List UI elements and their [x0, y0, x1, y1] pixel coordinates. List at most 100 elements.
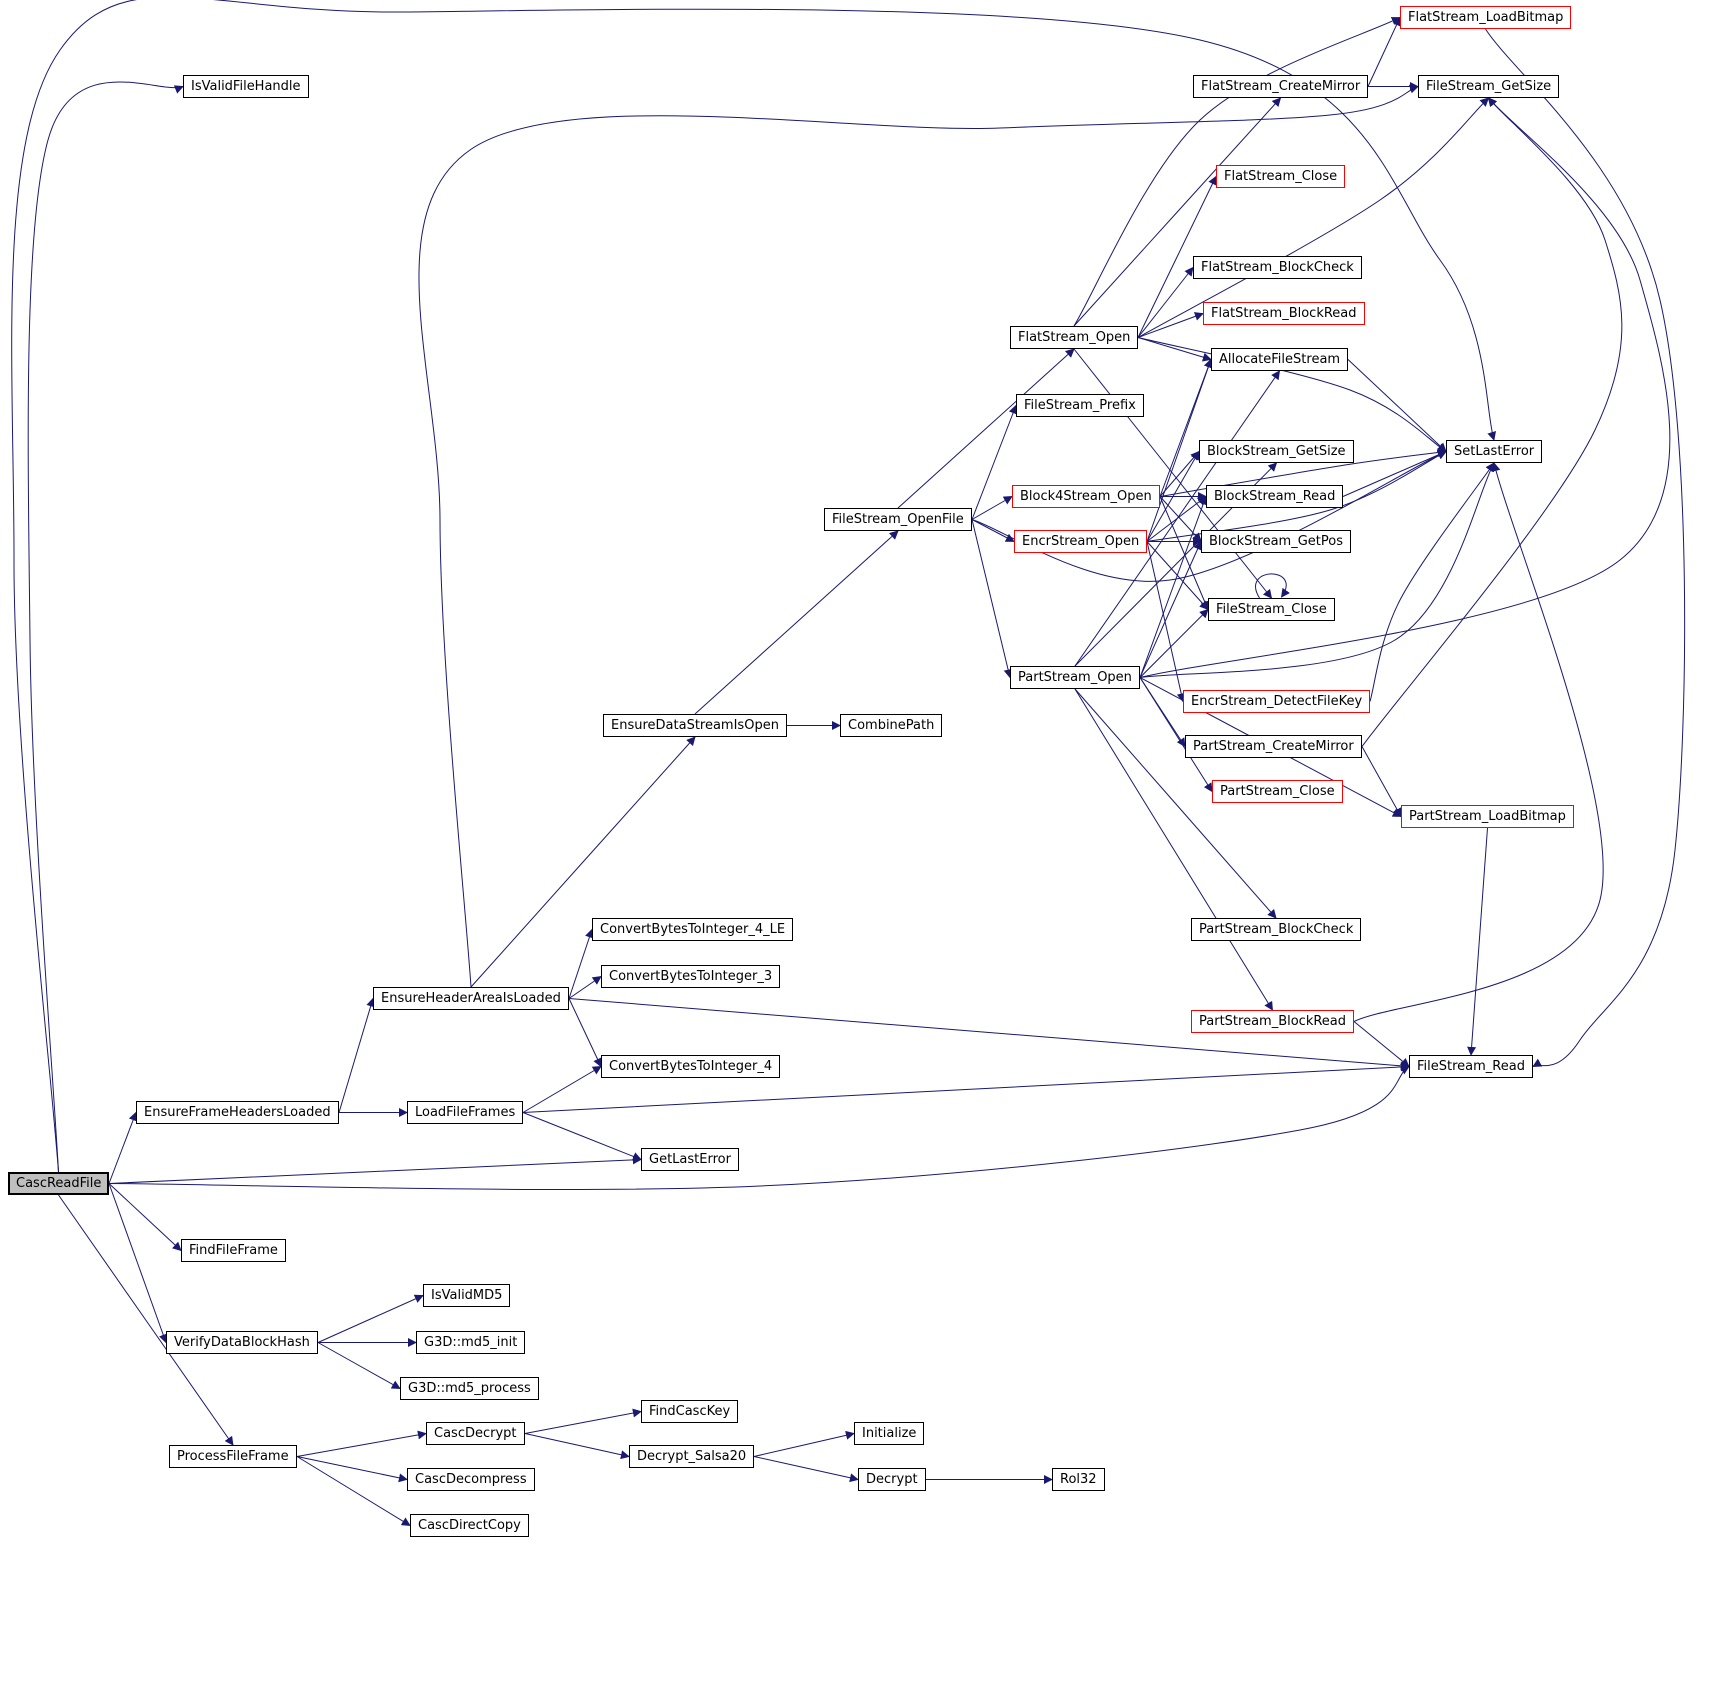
call-edge-CascDecrypt-to-FindCascKey	[524, 1408, 642, 1434]
graph-node-flatstream-open[interactable]: FlatStream_Open	[1010, 326, 1139, 349]
graph-node-isvalidmd5[interactable]: IsValidMD5	[423, 1284, 511, 1307]
call-edge-VerifyDataBlockHash-to-IsValidMD5	[317, 1294, 424, 1343]
graph-node-processfileframe[interactable]: ProcessFileFrame	[169, 1445, 297, 1468]
graph-node-ensureframeheadersloaded[interactable]: EnsureFrameHeadersLoaded	[136, 1101, 339, 1124]
call-edge-PartStream-LoadBitmap-to-FileStream-Read	[1467, 827, 1488, 1056]
graph-node-partstream-loadbitmap[interactable]: PartStream_LoadBitmap	[1401, 805, 1574, 828]
call-edge-Block4Stream-Open-to-BlockStream-GetSize	[1159, 450, 1200, 497]
graph-node-filestream-getsize[interactable]: FileStream_GetSize	[1418, 75, 1560, 98]
call-edge-LoadFileFrames-to-FileStream-Read	[522, 1062, 1410, 1113]
call-edge-EncrStream-Open-to-AllocateFileStream	[1146, 358, 1213, 542]
call-edge-CascReadFile-to-EnsureFrameHeadersLoaded	[108, 1111, 138, 1184]
call-edge-ProcessFileFrame-to-CascDirectCopy	[296, 1456, 411, 1526]
graph-node-encrstream-open[interactable]: EncrStream_Open	[1014, 530, 1148, 553]
graph-node-isvalidfilehandle[interactable]: IsValidFileHandle	[183, 75, 309, 98]
graph-node-flatstream-loadbitmap[interactable]: FlatStream_LoadBitmap	[1400, 6, 1572, 29]
graph-node-convertbytestointeger-4[interactable]: ConvertBytesToInteger_4	[601, 1055, 781, 1078]
call-edge-FileStream-OpenFile-to-PartStream-Open	[971, 519, 1013, 679]
call-edge-CascReadFile-to-ProcessFileFrame	[58, 1194, 234, 1446]
graph-node-blockstream-getsize[interactable]: BlockStream_GetSize	[1199, 440, 1354, 463]
graph-node-filestream-read[interactable]: FileStream_Read	[1409, 1055, 1533, 1078]
call-edge-EnsureHeaderAreaIsLoaded-to-FileStream-Read	[568, 998, 1410, 1071]
call-edge-PartStream-Open-to-BlockStream-GetPos	[1139, 540, 1202, 678]
call-edge-FlatStream-CreateMirror-to-FlatStream-LoadBitmap	[1367, 16, 1401, 87]
call-edge-Decrypt-Salsa20-to-Initialize	[753, 1430, 855, 1457]
graph-node-decrypt[interactable]: Decrypt	[858, 1468, 926, 1491]
graph-node-cascdirectcopy[interactable]: CascDirectCopy	[410, 1514, 529, 1537]
call-edge-EnsureHeaderAreaIsLoaded-to-ConvertBytesToInteger-4	[568, 998, 602, 1068]
graph-node-findcasckey[interactable]: FindCascKey	[641, 1400, 739, 1423]
graph-node-blockstream-getpos[interactable]: BlockStream_GetPos	[1201, 530, 1351, 553]
call-edge-EnsureFrameHeadersLoaded-to-EnsureHeaderAreaIsLoaded	[338, 997, 375, 1113]
graph-node-verifydatablockhash[interactable]: VerifyDataBlockHash	[166, 1331, 318, 1354]
graph-node-partstream-close[interactable]: PartStream_Close	[1212, 780, 1343, 803]
graph-node-g3d-md5-init[interactable]: G3D::md5_init	[416, 1331, 526, 1354]
graph-node-cascdecompress[interactable]: CascDecompress	[407, 1468, 535, 1491]
graph-node-initialize[interactable]: Initialize	[854, 1422, 925, 1445]
graph-node-ensuredatastreamisopen[interactable]: EnsureDataStreamIsOpen	[603, 714, 787, 737]
graph-node-rol32[interactable]: Rol32	[1052, 1468, 1105, 1491]
graph-node-partstream-createmirror[interactable]: PartStream_CreateMirror	[1185, 735, 1362, 758]
call-edge-PartStream-Open-to-SetLastError	[1139, 462, 1495, 678]
call-edge-PartStream-Open-to-FileStream-Close	[1139, 608, 1209, 678]
graph-node-filestream-prefix[interactable]: FileStream_Prefix	[1016, 394, 1144, 417]
graph-node-allocatefilestream[interactable]: AllocateFileStream	[1211, 348, 1349, 371]
graph-node-loadfileframes[interactable]: LoadFileFrames	[407, 1101, 524, 1124]
graph-node-encrstream-detectfilekey[interactable]: EncrStream_DetectFileKey	[1183, 690, 1371, 713]
call-edge-BlockStream-Read-to-SetLastError	[1342, 450, 1447, 497]
call-edge-FileStream-OpenFile-to-FileStream-Prefix	[971, 404, 1018, 520]
call-edge-PartStream-BlockRead-to-FileStream-Read	[1353, 1021, 1410, 1068]
call-edge-PartStream-Open-to-PartStream-Close	[1139, 677, 1213, 793]
call-edge-FileStream-Close-to-FileStream-Close	[1255, 573, 1290, 599]
graph-node-combinepath[interactable]: CombinePath	[840, 714, 943, 737]
graph-node-ensureheaderareaisloaded[interactable]: EnsureHeaderAreaIsLoaded	[373, 987, 569, 1010]
call-edge-VerifyDataBlockHash-to-G3D-md5-process	[317, 1342, 401, 1389]
call-edge-PartStream-Open-to-BlockStream-Read	[1139, 495, 1208, 678]
graph-node-blockstream-read[interactable]: BlockStream_Read	[1206, 485, 1344, 508]
call-edge-ProcessFileFrame-to-CascDecompress	[296, 1456, 408, 1483]
call-edge-FlatStream-Open-to-FlatStream-BlockRead	[1137, 312, 1204, 338]
graph-node-cascreadfile[interactable]: CascReadFile	[8, 1172, 110, 1195]
call-edge-Decrypt-Salsa20-to-Decrypt	[753, 1456, 859, 1483]
call-edge-CascReadFile-to-IsValidFileHandle	[27, 81, 184, 1173]
call-edge-PartStream-Open-to-BlockStream-GetSize	[1074, 462, 1278, 667]
graph-node-partstream-blockcheck[interactable]: PartStream_BlockCheck	[1191, 918, 1362, 941]
graph-node-flatstream-close[interactable]: FlatStream_Close	[1216, 165, 1346, 188]
graph-node-filestream-close[interactable]: FileStream_Close	[1208, 598, 1335, 621]
call-edge-FileStream-OpenFile-to-Block4Stream-Open	[971, 496, 1013, 520]
graph-node-flatstream-blockread[interactable]: FlatStream_BlockRead	[1203, 302, 1365, 325]
call-edge-EnsureHeaderAreaIsLoaded-to-ConvertBytesToInteger-3	[568, 975, 602, 999]
call-edge-PartStream-CreateMirror-to-PartStream-LoadBitmap	[1361, 746, 1402, 818]
graph-node-getlasterror[interactable]: GetLastError	[641, 1148, 739, 1171]
call-edge-EnsureDataStreamIsOpen-to-FileStream-OpenFile	[694, 530, 899, 715]
graph-node-partstream-blockread[interactable]: PartStream_BlockRead	[1191, 1010, 1355, 1033]
call-edge-PartStream-Open-to-PartStream-BlockCheck	[1074, 688, 1277, 919]
graph-node-flatstream-createmirror[interactable]: FlatStream_CreateMirror	[1193, 75, 1369, 98]
call-edge-CascReadFile-to-SetLastError	[11, 0, 1496, 1173]
call-edge-CascReadFile-to-FileStream-Read	[108, 1066, 1410, 1190]
call-edge-FlatStream-Open-to-FlatStream-LoadBitmap	[1073, 17, 1401, 327]
call-edge-CascReadFile-to-GetLastError	[108, 1155, 642, 1184]
graph-node-block4stream-open[interactable]: Block4Stream_Open	[1012, 485, 1160, 508]
graph-node-findfileframe[interactable]: FindFileFrame	[181, 1239, 286, 1262]
graph-node-convertbytestointeger-3[interactable]: ConvertBytesToInteger_3	[601, 965, 781, 988]
graph-node-flatstream-blockcheck[interactable]: FlatStream_BlockCheck	[1193, 256, 1362, 279]
call-edge-PartStream-CreateMirror-to-FileStream-GetSize	[1361, 97, 1623, 747]
graph-node-setlasterror[interactable]: SetLastError	[1446, 440, 1543, 463]
call-edge-CascReadFile-to-FindFileFrame	[108, 1183, 182, 1252]
graph-node-partstream-open[interactable]: PartStream_Open	[1010, 666, 1140, 689]
call-edge-FlatStream-Open-to-SetLastError	[1137, 337, 1447, 452]
call-edge-EncrStream-Open-to-BlockStream-GetSize	[1146, 450, 1200, 542]
call-edge-CascDecrypt-to-Decrypt-Salsa20	[524, 1433, 630, 1460]
call-edge-EnsureHeaderAreaIsLoaded-to-ConvertBytesToInteger-4-LE	[568, 928, 594, 999]
call-edge-FlatStream-Open-to-FlatStream-Close	[1137, 175, 1217, 338]
graph-node-filestream-openfile[interactable]: FileStream_OpenFile	[824, 508, 972, 531]
graph-node-convertbytestointeger-4-le[interactable]: ConvertBytesToInteger_4_LE	[592, 918, 794, 941]
call-edge-FlatStream-LoadBitmap-to-FileStream-Read	[1485, 28, 1686, 1067]
call-edge-FlatStream-Open-to-FileStream-Close	[1073, 348, 1273, 599]
call-edge-FlatStream-Open-to-FlatStream-CreateMirror	[1073, 97, 1282, 327]
graph-node-g3d-md5-process[interactable]: G3D::md5_process	[400, 1377, 539, 1400]
graph-node-decrypt-salsa20[interactable]: Decrypt_Salsa20	[629, 1445, 755, 1468]
graph-node-cascdecrypt[interactable]: CascDecrypt	[426, 1422, 525, 1445]
